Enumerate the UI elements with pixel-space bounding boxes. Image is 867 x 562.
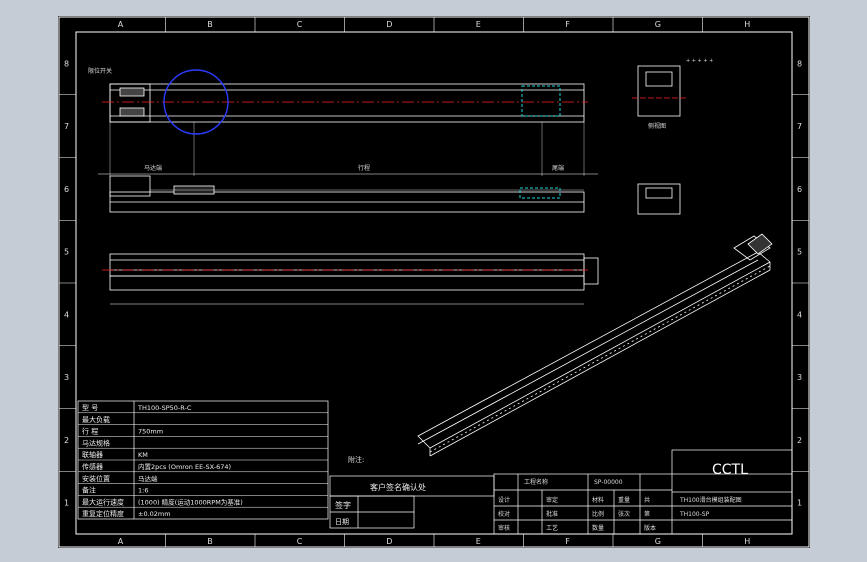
- zone-row-left: 8: [64, 59, 69, 68]
- sheet-inner-frame: [75, 31, 793, 535]
- zone-row-right: 5: [797, 248, 802, 257]
- zone-col-bottom: H: [744, 537, 750, 546]
- zone-row-right: 8: [797, 59, 802, 68]
- zone-col-top: G: [655, 20, 661, 29]
- title-block-label: 版本: [644, 524, 656, 532]
- title-block: [493, 449, 793, 535]
- zone-row-left: 3: [64, 373, 69, 382]
- zone-row-left: 6: [64, 185, 69, 194]
- end-view-bottom: [637, 183, 681, 215]
- spec-label: 安装位置: [82, 474, 110, 483]
- zone-row-left: 5: [64, 248, 69, 257]
- company-name: CCTL: [712, 462, 748, 478]
- zone-col-bottom: D: [386, 537, 392, 546]
- dim-tail-end: 尾端: [552, 164, 564, 172]
- zone-col-top: A: [118, 20, 124, 29]
- title-block-label: 批准: [546, 510, 558, 518]
- title-block-label: 第: [644, 510, 650, 518]
- title-block-label: 共: [644, 496, 650, 504]
- side-detail-box: [519, 187, 561, 199]
- front-view-note: + + + + +: [686, 58, 713, 64]
- limit-switch-note: 限位开关: [88, 67, 112, 75]
- zone-col-top: E: [476, 20, 481, 29]
- title-block-label: 数量: [592, 524, 604, 532]
- top-view: [98, 83, 598, 176]
- spec-value: (1000) 精度(运动1000RPM为基准): [138, 497, 243, 506]
- zone-row-right: 1: [797, 499, 802, 508]
- side-view: [109, 175, 585, 213]
- part-label: 工程名称: [524, 478, 548, 486]
- dim-motor-end: 马达端: [144, 164, 162, 172]
- end-view-top: [632, 65, 688, 117]
- spec-label: 马达规格: [82, 438, 110, 447]
- title-block-label: 设计: [498, 496, 510, 504]
- spec-label: 最大运行速度: [82, 497, 124, 506]
- zone-row-right: 6: [797, 185, 802, 194]
- title-block-label: 审核: [498, 524, 510, 532]
- spec-value: 1:6: [138, 487, 148, 495]
- drawing-number: TH100-SP: [679, 511, 710, 518]
- drawing-sheet: A A B B C C D D E E F F G G H H 8 8 7 7 6 6 5 5 4 4 3 3 2 2 1 1 限位开关 马达…: [58, 16, 810, 548]
- zone-col-top: D: [386, 20, 392, 29]
- bottom-view: [109, 253, 599, 305]
- note-label: 附注:: [348, 455, 364, 464]
- spec-label: 传感器: [82, 462, 103, 471]
- zone-col-top: H: [744, 20, 750, 29]
- detail-circle: [163, 69, 229, 135]
- zone-row-right: 3: [797, 373, 802, 382]
- title-block-label: 张次: [618, 510, 630, 518]
- spec-label: 行 程: [82, 427, 98, 436]
- zone-col-bottom: A: [118, 537, 124, 546]
- zone-col-top: C: [297, 20, 303, 29]
- approval-title: 客户签名确认处: [370, 482, 426, 492]
- sign-label: 签字: [335, 500, 351, 510]
- zone-col-top: B: [207, 20, 213, 29]
- drawing-name: TH100滑台模组装配图: [679, 496, 742, 504]
- spec-value: TH100-SP50-R-C: [137, 404, 192, 412]
- spec-label: 备注: [82, 486, 96, 495]
- cad-drawing: A A B B C C D D E E F F G G H H 8 8 7 7 6 6 5 5 4 4 3 3 2 2 1 1 限位开关 马达…: [58, 16, 810, 548]
- dim-stroke: 行程: [358, 164, 370, 172]
- spec-label: 最大负载: [82, 415, 110, 424]
- spec-label: 重复定位精度: [82, 509, 124, 518]
- spec-value: ±0.02mm: [138, 510, 171, 518]
- zone-col-bottom: C: [297, 537, 303, 546]
- title-block-label: 审定: [546, 496, 558, 504]
- front-view-label: 侧视图: [648, 122, 666, 130]
- title-block-label: 校对: [498, 510, 510, 518]
- detail-box: [521, 85, 561, 117]
- title-block-label: 重量: [618, 496, 630, 504]
- zone-row-right: 7: [797, 122, 802, 131]
- zone-row-left: 2: [64, 436, 69, 445]
- zone-row-right: 4: [797, 310, 802, 319]
- zone-col-bottom: B: [207, 537, 213, 546]
- spec-value: 马达端: [138, 474, 158, 483]
- spec-value: KM: [138, 451, 148, 459]
- spec-value: 内置2pcs (Omron EE-SX-674): [138, 462, 231, 471]
- zone-row-left: 1: [64, 499, 69, 508]
- spec-value: 750mm: [138, 428, 163, 436]
- title-block-label: 比例: [592, 510, 604, 518]
- zone-col-bottom: E: [476, 537, 481, 546]
- spec-label: 型 号: [82, 403, 98, 412]
- zone-row-left: 7: [64, 122, 69, 131]
- zone-col-top: F: [565, 20, 570, 29]
- date-label: 日期: [335, 518, 349, 526]
- zone-col-bottom: G: [655, 537, 661, 546]
- spec-label: 联轴器: [82, 450, 103, 459]
- zone-row-left: 4: [64, 310, 69, 319]
- title-block-label: 工艺: [546, 524, 558, 532]
- zone-row-right: 2: [797, 436, 802, 445]
- isometric-rail: [417, 233, 773, 457]
- zone-col-bottom: F: [565, 537, 570, 546]
- part-value: SP-00000: [594, 479, 623, 486]
- approval-box: [329, 475, 495, 529]
- title-block-label: 材料: [592, 496, 604, 504]
